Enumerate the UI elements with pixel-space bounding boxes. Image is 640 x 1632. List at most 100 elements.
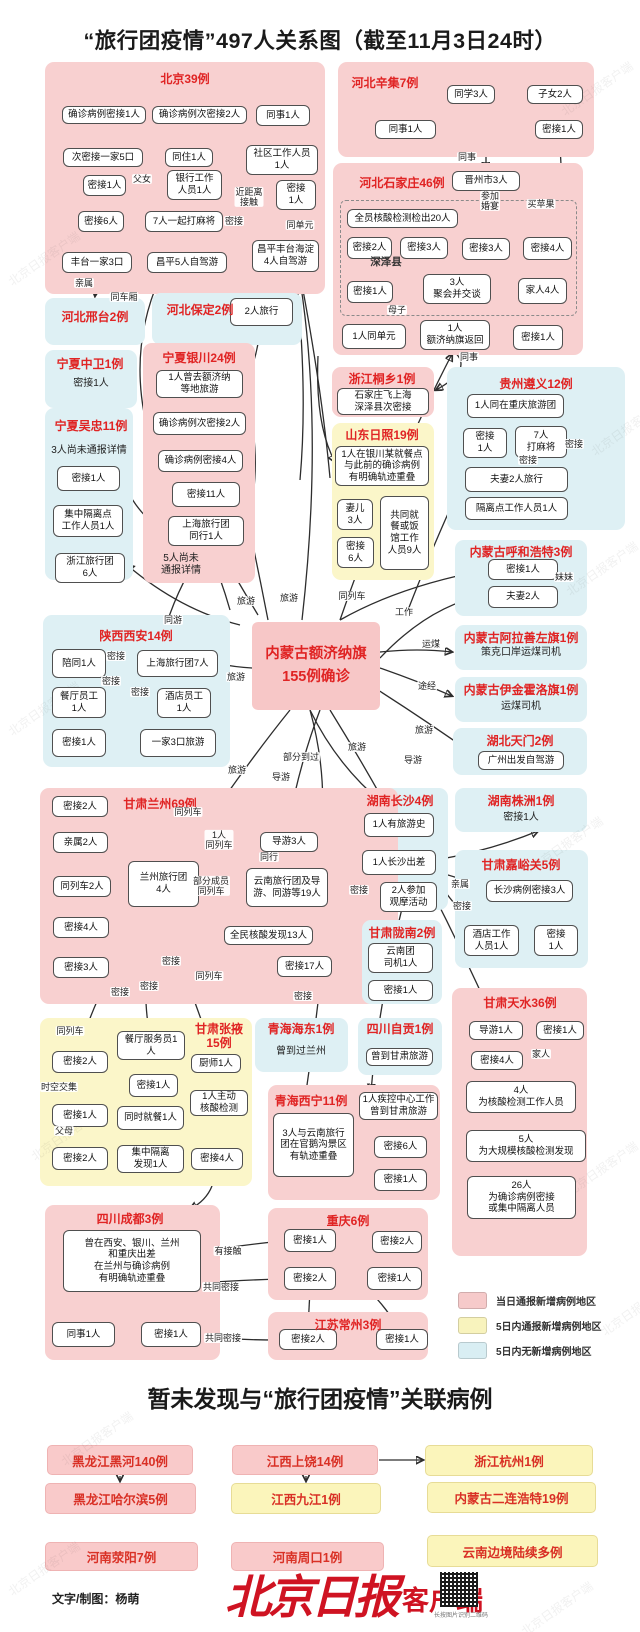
edge-label: 旅游 [346,741,368,753]
region-title-gansu-tianshui: 甘肃天水36例 [483,996,557,1010]
edge-label: 旅游 [235,595,257,607]
diagram-node: 兰州旅行团 4人 [128,861,199,907]
isolated-province-box: 黑龙江黑河140例 [47,1445,193,1475]
region-title-ningxia-zhongwei: 宁夏中卫1例 [56,357,124,371]
region-title-chongqing: 重庆6例 [326,1214,370,1228]
diagram-node: 夫妻2人旅行 [465,467,568,492]
diagram-node: 陪同1人 [52,649,106,678]
diagram-node: 2人参加 观摩活动 [380,882,437,912]
diagram-node: 7人 打麻将 [515,426,567,458]
edge-label: 密接 [109,986,131,998]
region-box-qinghai-haidong [255,1018,348,1072]
diagram-node: 密接2人 [52,796,108,817]
diagram-node: 云南团 司机1人 [368,943,433,973]
region-title-shaanxi-xian: 陕西西安14例 [99,629,173,643]
legend-label: 5日内通报新增病例地区 [496,1322,602,1333]
region-title-gansu-longnan: 甘肃陇南2例 [368,926,436,940]
diagram-node: 密接1人 [347,281,393,303]
region-box-ningxia-zhongwei [45,350,137,408]
region-title-hebei-xinji: 河北辛集7例 [351,76,419,90]
region-box-hunan-zhuzhou [455,788,587,832]
diagram-node: 密接6人 [374,1136,427,1158]
region-title-jiangsu-changzhou: 江苏常州3例 [314,1318,382,1332]
edge-label: 旅游 [225,671,247,683]
edge-label: 父女 [131,173,153,185]
diagram-node: 5人尚未 通报详情 [161,552,201,576]
diagram-node: 隔离点工作人员1人 [465,497,568,520]
diagram-node: 1人同单元 [342,324,406,349]
region-title-hebei-shijiazhuang: 河北石家庄46例 [359,176,445,190]
region-box-shenze-county [340,200,577,316]
diagram-node: 1人疾控中心工作 曾到甘肃旅游 [359,1092,438,1120]
edge-label: 密接 [292,990,314,1002]
edge-label: 密接 [160,955,182,967]
diagram-node: 昌平丰台海淀 4人自驾游 [252,240,319,272]
diagram-node: 社区工作人员 1人 [246,145,318,175]
diagram-node: 策克口岸运煤司机 [481,647,561,659]
diagram-node: 密接3人 [53,957,109,978]
diagram-node: 云南旅行团及导 游、同游等19人 [246,868,328,907]
edge-label: 密接 [348,884,370,896]
diagram-node: 密接 1人 [534,925,578,956]
diagram-node: 密接1人 [367,1267,422,1290]
diagram-node: 导游3人 [260,832,318,852]
diagram-node: 同住1人 [165,148,213,167]
diagram-node: 4人 为核酸检测工作人员 [466,1081,576,1113]
diagram-node: 1人 额济纳旗返回 [420,320,490,350]
diagram-node: 上海旅行团 同行1人 [168,516,244,546]
diagram-node: 一家3口旅游 [140,729,216,757]
isolated-province-box: 江西上饶14例 [232,1445,378,1475]
edge-label: 密接 [451,900,473,912]
edge-label: 共同密接 [201,1281,241,1293]
diagram-node: 1人有旅游史 [364,813,434,837]
diagram-node: 密接2人 [52,1147,108,1170]
diagram-node: 密接1人 [52,729,106,757]
qr-code-icon [440,1572,478,1607]
edge-label: 部分成员 同列车 [191,875,231,897]
edge-label: 家人 [530,1048,552,1060]
region-title-hunan-zhuzhou: 湖南株洲1例 [487,794,555,808]
diagram-node: 全员核酸检测检出20人 [347,209,458,228]
diagram-node: 密接1人 [129,1074,178,1097]
credit-text: 文字/制图：杨萌 [52,1592,140,1606]
diagram-node: 运煤司机 [501,701,541,713]
edge-label: 同车厢 [109,291,139,303]
edge-label: 亲属 [73,277,95,289]
diagram-node: 子女2人 [527,85,583,104]
diagram-node: 确诊病例密接4人 [158,450,243,472]
diagram-node: 上海旅行团7人 [137,650,218,677]
diagram-node: 密接1人 [73,377,109,389]
diagram-node: 餐厅员工 1人 [52,687,106,718]
diagram-node: 密接2人 [372,1231,422,1253]
region-box-nmg-alashan [455,625,587,670]
edge-label: 同列车 [337,590,367,602]
diagram-node: 亲属2人 [53,832,108,853]
edge-label: 同列车 [173,806,203,818]
region-title-hubei-tianmen: 湖北天门2例 [486,734,554,748]
diagram-node: 密接4人 [471,1051,523,1070]
diagram-node: 共同就 餐或饭 馆工作 人员9人 [380,496,429,570]
diagram-node: 密接1人 [52,1104,108,1127]
edge-label: 父母 [53,1125,75,1137]
diagram-node: 密接4人 [53,917,109,938]
diagram-node: 3人与云南旅行 团在官鹅沟景区 有轨迹重叠 [273,1113,354,1177]
diagram-node: 1人长沙出差 [362,850,436,875]
diagram-node: 密接1人 [488,559,558,580]
diagram-node: 密接2人 [52,1051,108,1073]
legend-swatch [458,1342,487,1359]
isolated-province-box: 内蒙古二连浩特19例 [427,1482,596,1513]
diagram-node: 3人 聚会并交谈 [423,274,491,304]
diagram-node: 同事1人 [256,105,310,126]
region-title-gansu-zhangye: 甘肃张掖 15例 [194,1022,244,1051]
region-title-ningxia-wuzhong: 宁夏吴忠11例 [54,419,128,433]
legend-label: 5日内无新增病例地区 [496,1347,592,1358]
diagram-node: 密接3人 [462,238,510,260]
edge-label: 导游 [270,771,292,783]
diagram-node: 确诊病例次密接2人 [152,106,247,124]
legend-item: 当日通报新增病例地区 [458,1292,596,1309]
diagram-node: 同事1人 [375,120,436,139]
region-box-nmg-yijinhuoluo [455,677,587,722]
edge-label: 密接 [105,650,127,662]
diagram-node: 密接1人 [141,1322,201,1347]
